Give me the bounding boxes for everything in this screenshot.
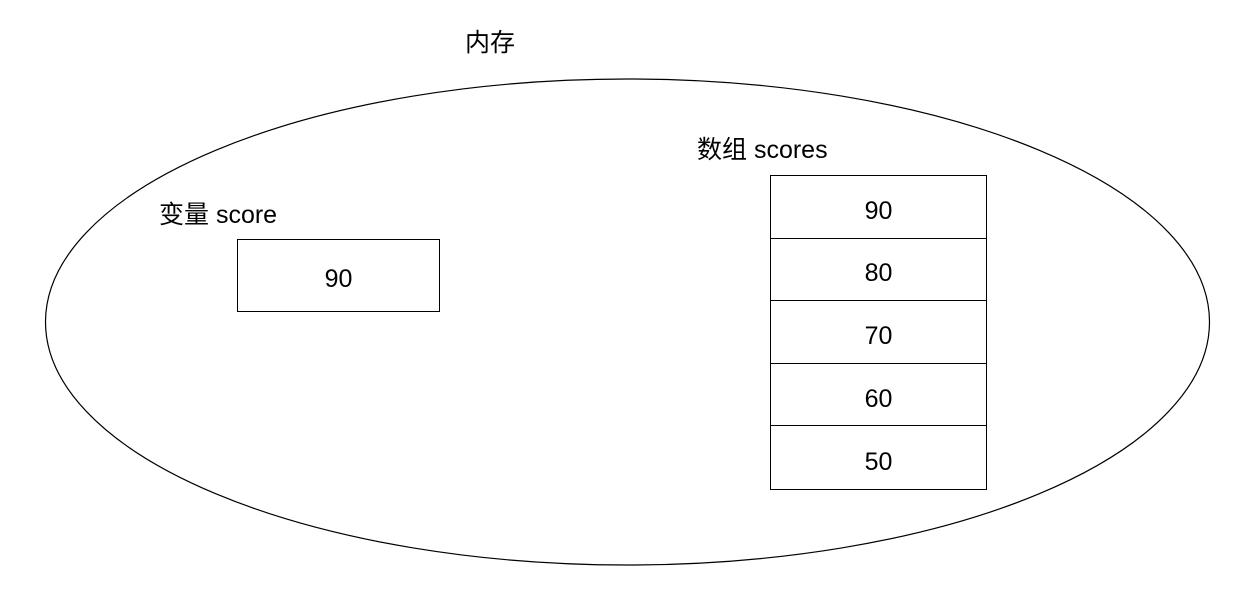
array-cell-value: 90: [864, 196, 893, 225]
array-cell: 80: [771, 239, 986, 302]
array-cell: 70: [771, 301, 986, 364]
page-title: 内存: [464, 29, 515, 57]
variable-value: 90: [324, 264, 353, 293]
array-label: 数组 scores: [697, 136, 828, 164]
array-cell: 50: [771, 426, 986, 489]
variable-label: 变量 score: [159, 201, 278, 229]
variable-box: 90: [237, 239, 440, 312]
array-cell: 90: [771, 176, 986, 239]
array-cell-value: 80: [864, 259, 893, 288]
array-cell-value: 50: [864, 447, 893, 476]
array-table: 90 80 70 60 50: [770, 175, 987, 490]
array-cell-value: 70: [864, 321, 893, 350]
array-cell: 60: [771, 364, 986, 427]
array-cell-value: 60: [864, 384, 893, 413]
